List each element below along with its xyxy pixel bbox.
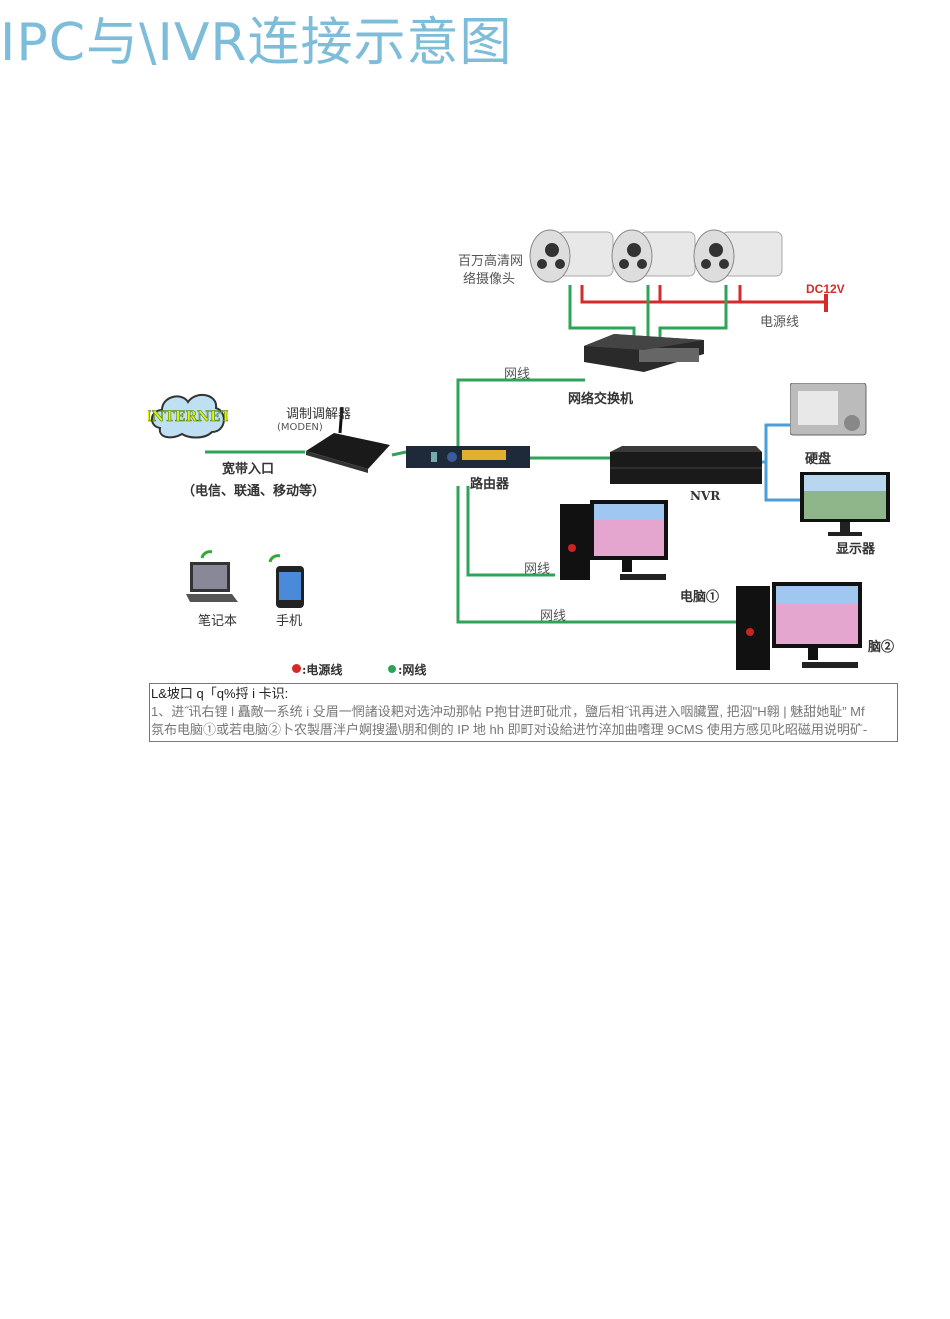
router-icon xyxy=(406,446,530,468)
cable-label: 网线 xyxy=(524,562,551,577)
laptop-label: 笔记本 xyxy=(198,614,238,629)
monitor-icon xyxy=(800,472,890,536)
switch-label: 网络交换机 xyxy=(568,392,634,407)
legend-power-dot xyxy=(292,664,301,673)
notes-item: 氛布电脑①或若电脑②卜农製厝泮户婀搜盪\朋和側的 IP 地 hh 即町对设給进竹… xyxy=(151,722,868,737)
router-label: 路由器 xyxy=(470,477,510,492)
camera-label: 百万高清网 xyxy=(458,254,524,269)
internet-cloud-icon: INTERNET xyxy=(148,393,228,439)
network-diagram: 百万高清网 络摄像头 DC12V 电源线 网络交换机 网线 INTERNET 调… xyxy=(148,229,895,677)
broadband-label: 宽带入口 xyxy=(222,462,275,477)
power-lines xyxy=(580,285,828,312)
modem-label: 调制调解器 xyxy=(286,407,352,422)
ip-cameras xyxy=(529,229,783,283)
cable-label: 网线 xyxy=(540,609,567,624)
nvr-icon xyxy=(610,446,762,484)
internet-label: INTERNET xyxy=(148,409,228,425)
notes-item: 1、进˝讯右锂 l 矗敵一系统 i 殳眉一惘諸设耙对选沖动那帖 P抱甘进町砒朮，… xyxy=(151,704,865,719)
nvr-label: NVR xyxy=(690,489,721,503)
power-line-label: 电源线 xyxy=(760,315,800,330)
pc-1-label: 电脑① xyxy=(680,590,720,605)
hard-disk-icon xyxy=(790,383,867,436)
camera-icon xyxy=(693,229,783,283)
pc-1-icon xyxy=(560,500,668,580)
phone-icon xyxy=(268,554,304,608)
cable-label: 网线 xyxy=(504,367,531,382)
legend-net-label: :网线 xyxy=(398,663,427,677)
legend-net-dot xyxy=(388,665,396,673)
legend-power-label: :电源线 xyxy=(302,663,343,677)
pc-2-label: 脑② xyxy=(868,640,895,655)
laptop-icon xyxy=(186,550,238,602)
diagram-title: IPC与\IVR连接示意图 xyxy=(0,13,513,73)
monitor-label: 显示器 xyxy=(836,542,876,557)
hdd-label: 硬盘 xyxy=(805,452,832,467)
video-lines xyxy=(762,423,800,502)
modem-sub-label: (MODEN) xyxy=(277,422,323,433)
camera-label-2: 络摄像头 xyxy=(463,272,516,287)
network-switch-icon xyxy=(584,334,704,372)
modem-icon xyxy=(306,406,390,473)
dc12v-label: DC12V xyxy=(806,282,845,296)
camera-icon xyxy=(529,229,614,283)
phone-label: 手机 xyxy=(276,614,303,629)
notes-heading: L&坡口 q「q%捋 i 卡识: xyxy=(151,686,289,701)
notes-box: L&坡口 q「q%捋 i 卡识: 1、进˝讯右锂 l 矗敵一系统 i 殳眉一惘諸… xyxy=(149,683,898,742)
pc-2-icon xyxy=(736,582,862,670)
camera-icon xyxy=(611,229,696,283)
network-lines xyxy=(205,285,740,624)
cable-lines xyxy=(205,285,828,624)
broadband-sub-label: （电信、联通、移动等） xyxy=(182,484,326,499)
